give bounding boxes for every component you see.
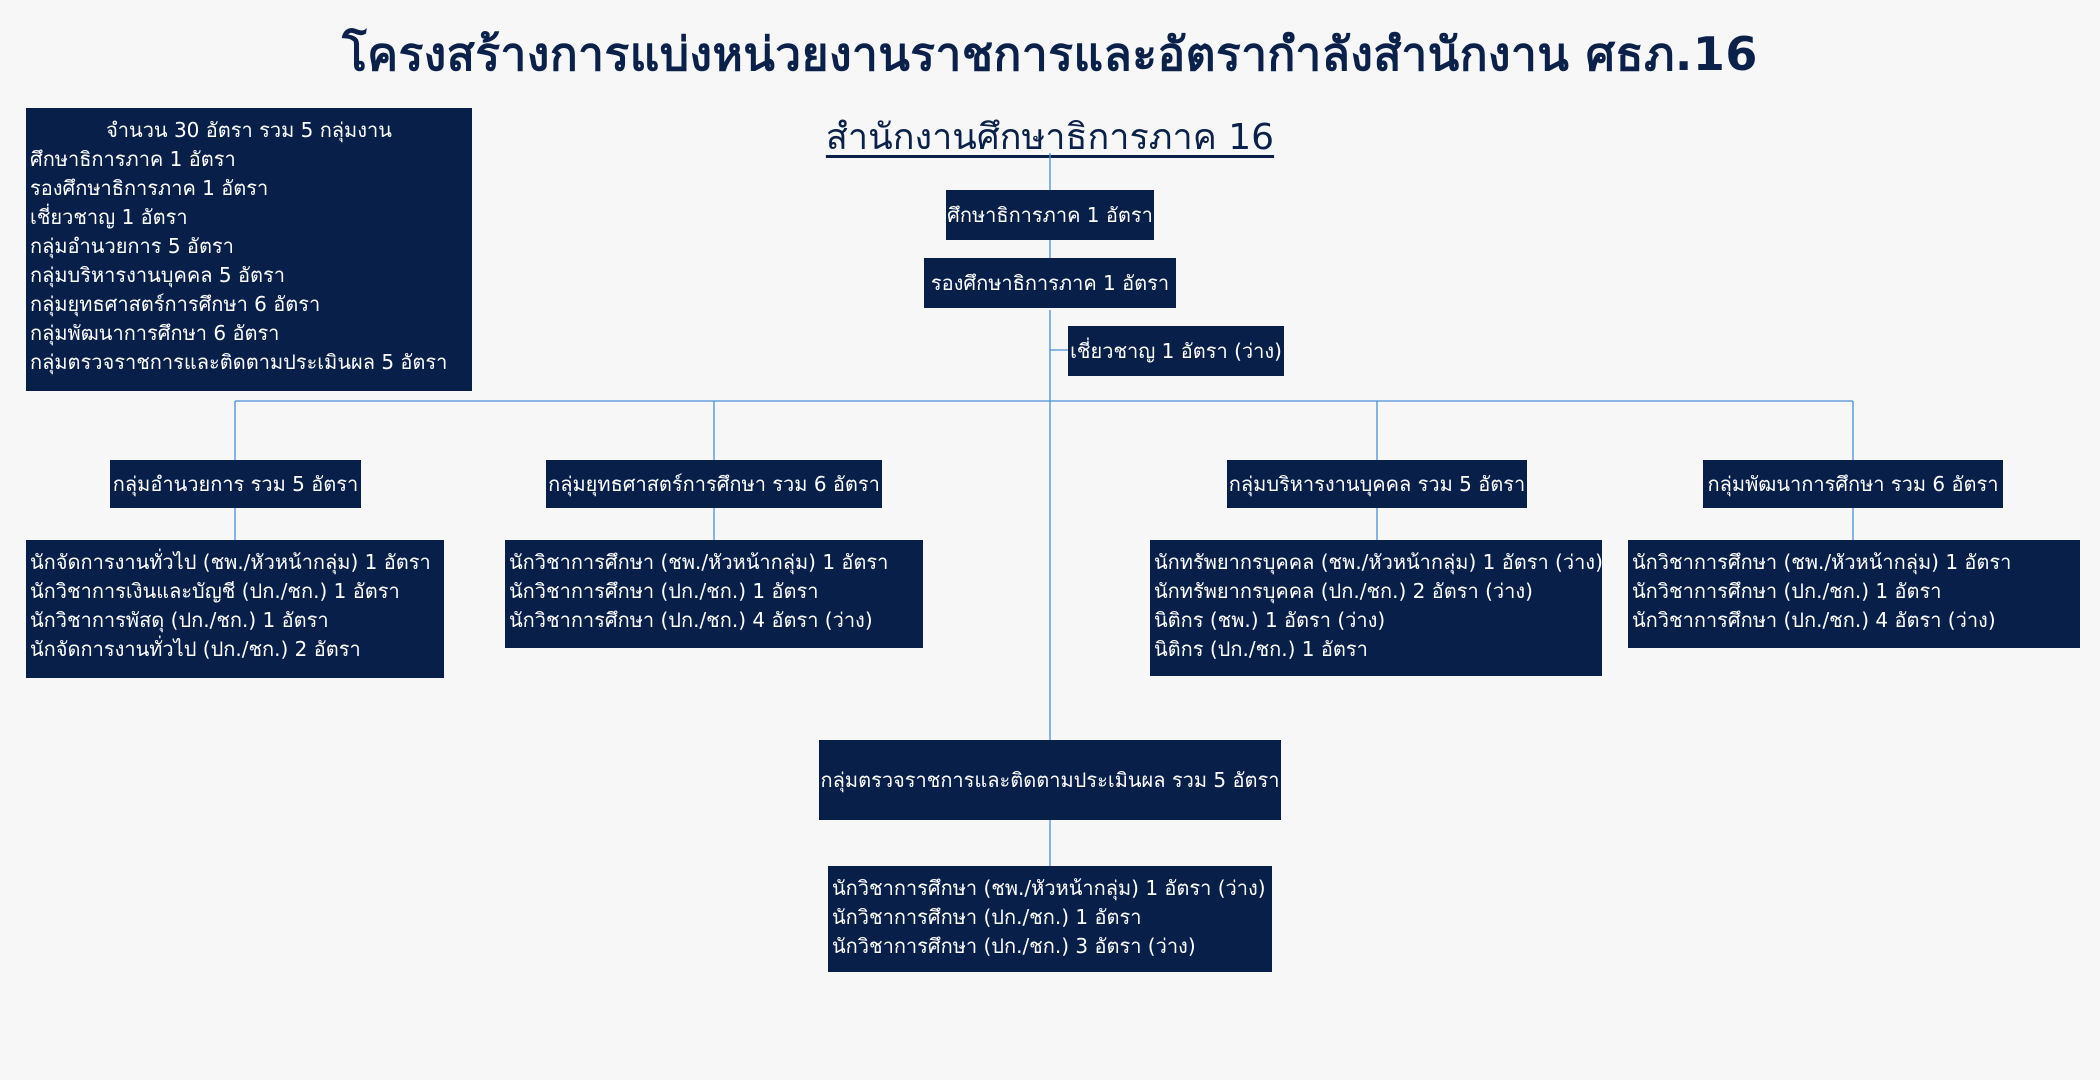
org-name: สำนักงานศึกษาธิการภาค 16 (825, 117, 1275, 158)
summary-line: กลุ่มบริหารงานบุคคล 5 อัตรา (30, 263, 285, 287)
position-item: นักวิชาการศึกษา (ชพ./หัวหน้ากลุ่ม) 1 อัต… (832, 876, 1266, 900)
position-item: นักวิชาการศึกษา (ปก./ชก.) 4 อัตรา (ว่าง) (1632, 608, 1996, 632)
position-item: นักวิชาการศึกษา (ปก./ชก.) 1 อัตรา (1632, 579, 1942, 603)
position-item: นักวิชาการศึกษา (ปก./ชก.) 1 อัตรา (832, 905, 1142, 929)
position-item: นิติกร (ปก./ชก.) 1 อัตรา (1154, 637, 1368, 661)
page-title: โครงสร้างการแบ่งหน่วยงานราชการและอัตรากำ… (342, 27, 1758, 81)
summary-line: กลุ่มพัฒนาการศึกษา 6 อัตรา (30, 321, 280, 345)
group-development-box: กลุ่มพัฒนาการศึกษา รวม 6 อัตรา (1703, 460, 2003, 508)
summary-box: จำนวน 30 อัตรา รวม 5 กลุ่มงาน ศึกษาธิการ… (26, 108, 472, 391)
development-positions-box: นักวิชาการศึกษา (ชพ./หัวหน้ากลุ่ม) 1 อัต… (1628, 540, 2080, 648)
position-item: นักวิชาการศึกษา (ปก./ชก.) 4 อัตรา (ว่าง) (509, 608, 873, 632)
personnel-positions-box: นักทรัพยากรบุคคล (ชพ./หัวหน้ากลุ่ม) 1 อั… (1150, 540, 1602, 676)
position-item: นักวิชาการศึกษา (ชพ./หัวหน้ากลุ่ม) 1 อัต… (1632, 550, 2012, 574)
summary-line: รองศึกษาธิการภาค 1 อัตรา (30, 176, 269, 200)
summary-line: กลุ่มอำนวยการ 5 อัตรา (30, 234, 234, 258)
director-box: ศึกษาธิการภาค 1 อัตรา (946, 190, 1154, 240)
group-personnel-box: กลุ่มบริหารงานบุคคล รวม 5 อัตรา (1227, 460, 1527, 508)
position-item: นักจัดการงานทั่วไป (ปก./ชก.) 2 อัตรา (30, 637, 361, 661)
summary-heading: จำนวน 30 อัตรา รวม 5 กลุ่มงาน (106, 118, 392, 142)
position-item: นักวิชาการเงินและบัญชี (ปก./ชก.) 1 อัตรา (30, 579, 400, 603)
deputy-box: รองศึกษาธิการภาค 1 อัตรา (924, 258, 1176, 308)
position-item: นักวิชาการศึกษา (ชพ./หัวหน้ากลุ่ม) 1 อัต… (509, 550, 889, 574)
group-strategy-box: กลุ่มยุทธศาสตร์การศึกษา รวม 6 อัตรา (546, 460, 882, 508)
position-item: นักวิชาการศึกษา (ปก./ชก.) 3 อัตรา (ว่าง) (832, 934, 1196, 958)
group-inspection-box: กลุ่มตรวจราชการและติดตามประเมินผล รวม 5 … (819, 740, 1281, 820)
admin-positions-box: นักจัดการงานทั่วไป (ชพ./หัวหน้ากลุ่ม) 1 … (26, 540, 444, 678)
summary-line: ศึกษาธิการภาค 1 อัตรา (30, 147, 236, 171)
position-item: นักทรัพยากรบุคคล (ชพ./หัวหน้ากลุ่ม) 1 อั… (1154, 550, 1602, 574)
inspection-positions-box: นักวิชาการศึกษา (ชพ./หัวหน้ากลุ่ม) 1 อัต… (828, 866, 1272, 972)
position-item: นักทรัพยากรบุคคล (ปก./ชก.) 2 อัตรา (ว่าง… (1154, 579, 1533, 603)
summary-line: กลุ่มตรวจราชการและติดตามประเมินผล 5 อัตร… (30, 350, 448, 374)
position-item: นักวิชาการพัสดุ (ปก./ชก.) 1 อัตรา (30, 608, 329, 632)
position-item: นักจัดการงานทั่วไป (ชพ./หัวหน้ากลุ่ม) 1 … (30, 550, 431, 574)
position-item: นักวิชาการศึกษา (ปก./ชก.) 1 อัตรา (509, 579, 819, 603)
summary-line: เชี่ยวชาญ 1 อัตรา (30, 205, 188, 229)
strategy-positions-box: นักวิชาการศึกษา (ชพ./หัวหน้ากลุ่ม) 1 อัต… (505, 540, 923, 648)
position-item: นิติกร (ชพ.) 1 อัตรา (ว่าง) (1154, 608, 1386, 632)
expert-box: เชี่ยวชาญ 1 อัตรา (ว่าง) (1068, 326, 1284, 376)
summary-line: กลุ่มยุทธศาสตร์การศึกษา 6 อัตรา (30, 292, 321, 316)
group-admin-box: กลุ่มอำนวยการ รวม 5 อัตรา (110, 460, 361, 508)
